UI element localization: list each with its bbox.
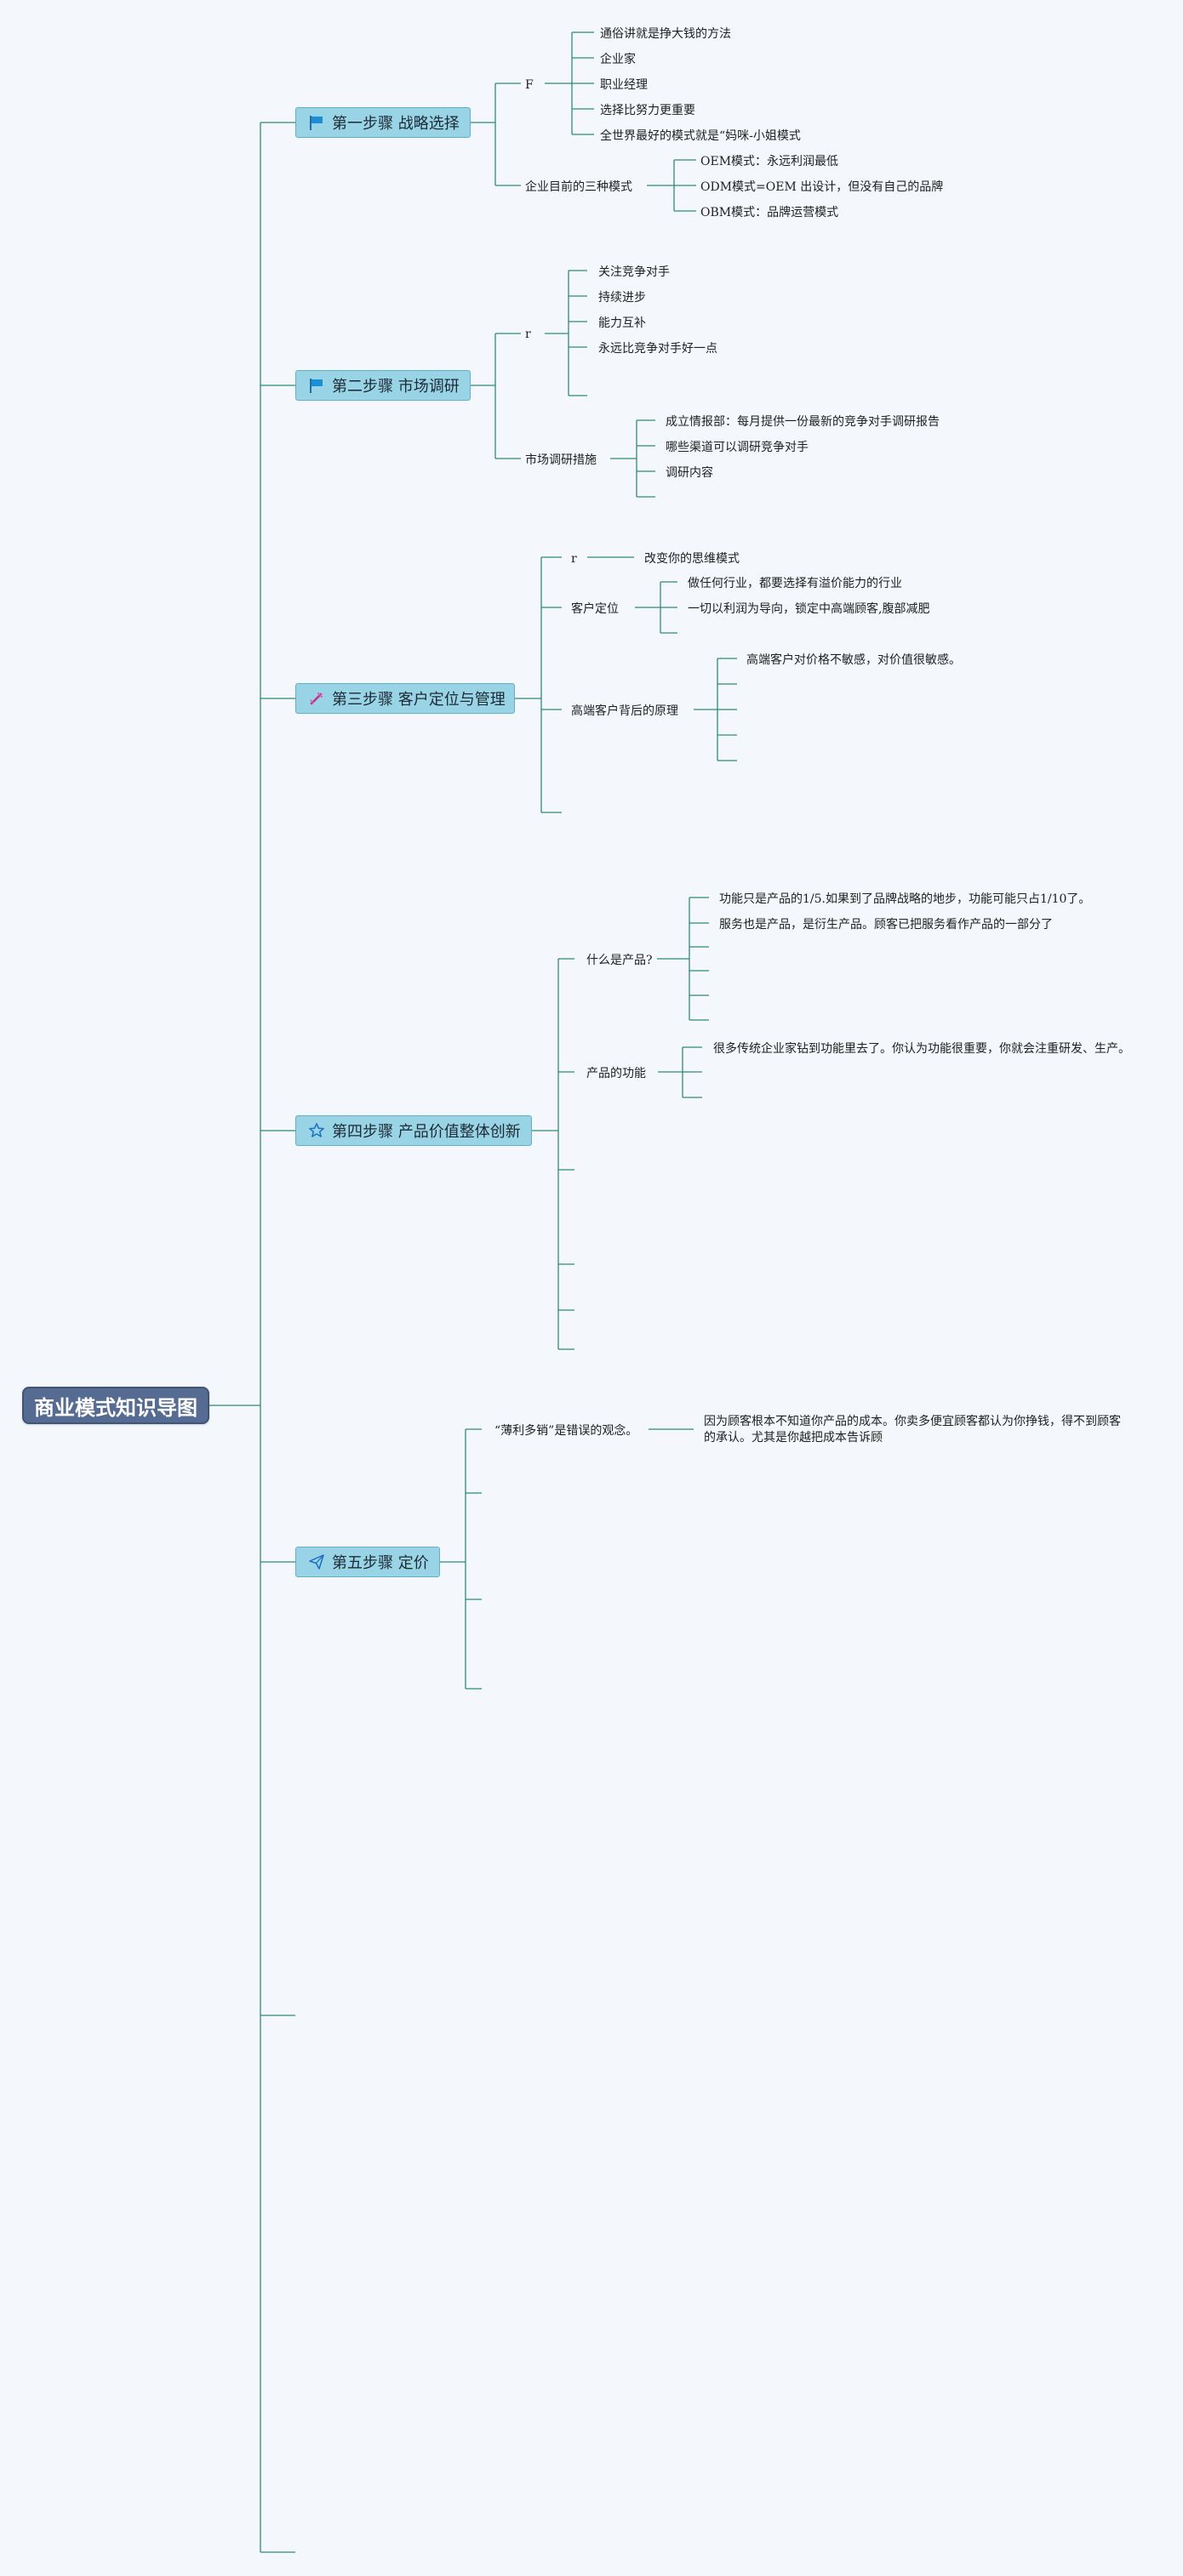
group-label-high-end-principle[interactable]: 高端客户背后的原理	[571, 704, 678, 718]
list-item[interactable]: 选择比努力更重要	[600, 104, 695, 117]
list-item[interactable]: 很多传统企业家钻到功能里去了。你认为功能很重要，你就会注重研发、生产。	[713, 1042, 1130, 1056]
list-item[interactable]: 职业经理	[600, 78, 648, 92]
list-item[interactable]: 永远比竞争对手好一点	[598, 342, 717, 356]
group-label-customer-positioning[interactable]: 客户定位	[571, 602, 619, 616]
step-title: 第四步骤 产品价值整体创新	[332, 1123, 521, 1141]
paper-plane-icon	[308, 1553, 325, 1570]
group-label-what-is-product[interactable]: 什么是产品?	[586, 954, 653, 967]
group-label-thin-margin[interactable]: “薄利多销”是错误的观念。	[494, 1424, 638, 1438]
group-label-research-measures[interactable]: 市场调研措施	[525, 453, 597, 467]
group-label-modes[interactable]: 企业目前的三种模式	[525, 180, 632, 194]
list-item[interactable]: 做任何行业，都要选择有溢价能力的行业	[688, 577, 902, 590]
group-label-product-function[interactable]: 产品的功能	[586, 1067, 646, 1080]
group-label-r[interactable]: r	[525, 328, 531, 341]
pencil-icon	[308, 690, 325, 707]
star-icon	[308, 1122, 325, 1139]
list-item[interactable]: 能力互补	[598, 316, 646, 330]
list-item[interactable]: 调研内容	[666, 466, 713, 480]
list-item[interactable]: 关注竞争对手	[598, 265, 670, 279]
list-item[interactable]: OEM模式：永远利润最低	[700, 155, 839, 168]
list-item[interactable]: 服务也是产品，是衍生产品。顾客已把服务看作产品的一部分了	[719, 918, 1053, 932]
group-label-r[interactable]: r	[571, 552, 577, 566]
list-item[interactable]: 高端客户对价格不敏感，对价值很敏感。	[746, 653, 961, 667]
list-item[interactable]: 功能只是产品的1/5.如果到了品牌战略的地步，功能可能只占1/10了。	[719, 892, 1091, 906]
flag-icon	[308, 377, 325, 394]
list-item[interactable]: 全世界最好的模式就是“妈咪-小姐模式	[600, 129, 801, 143]
list-item[interactable]: 通俗讲就是挣大钱的方法	[600, 27, 731, 41]
step-node-customer-positioning[interactable]: 第三步骤 客户定位与管理	[295, 683, 515, 714]
step-node-product-value[interactable]: 第四步骤 产品价值整体创新	[295, 1115, 532, 1146]
list-item[interactable]: 一切以利润为导向，锁定中高端顾客,腹部减肥	[688, 602, 930, 616]
list-item[interactable]: OBM模式：品牌运营模式	[700, 206, 839, 219]
step-node-market-research[interactable]: 第二步骤 市场调研	[295, 370, 471, 401]
step-title: 第三步骤 客户定位与管理	[332, 691, 506, 709]
step-title: 第二步骤 市场调研	[332, 378, 460, 396]
root-title: 商业模式知识导图	[34, 1395, 197, 1420]
list-item[interactable]: 持续进步	[598, 291, 646, 305]
step-node-pricing[interactable]: 第五步骤 定价	[295, 1547, 440, 1577]
group-label-f[interactable]: F	[525, 78, 534, 92]
flag-icon	[308, 114, 325, 131]
list-item[interactable]: ODM模式=OEM 出设计，但没有自己的品牌	[700, 180, 944, 194]
step-title: 第一步骤 战略选择	[332, 115, 460, 133]
step-node-strategy[interactable]: 第一步骤 战略选择	[295, 107, 471, 138]
list-item[interactable]: 因为顾客根本不知道你产品的成本。你卖多便宜顾客都认为你挣钱，得不到顾客的承认。尤…	[704, 1415, 1121, 1445]
list-item[interactable]: 企业家	[600, 53, 636, 66]
list-item[interactable]: 哪些渠道可以调研竞争对手	[666, 441, 809, 454]
root-node[interactable]: 商业模式知识导图	[22, 1387, 209, 1424]
step-title: 第五步骤 定价	[332, 1554, 429, 1572]
list-item[interactable]: 改变你的思维模式	[644, 552, 740, 566]
list-item[interactable]: 成立情报部：每月提供一份最新的竞争对手调研报告	[666, 415, 940, 429]
